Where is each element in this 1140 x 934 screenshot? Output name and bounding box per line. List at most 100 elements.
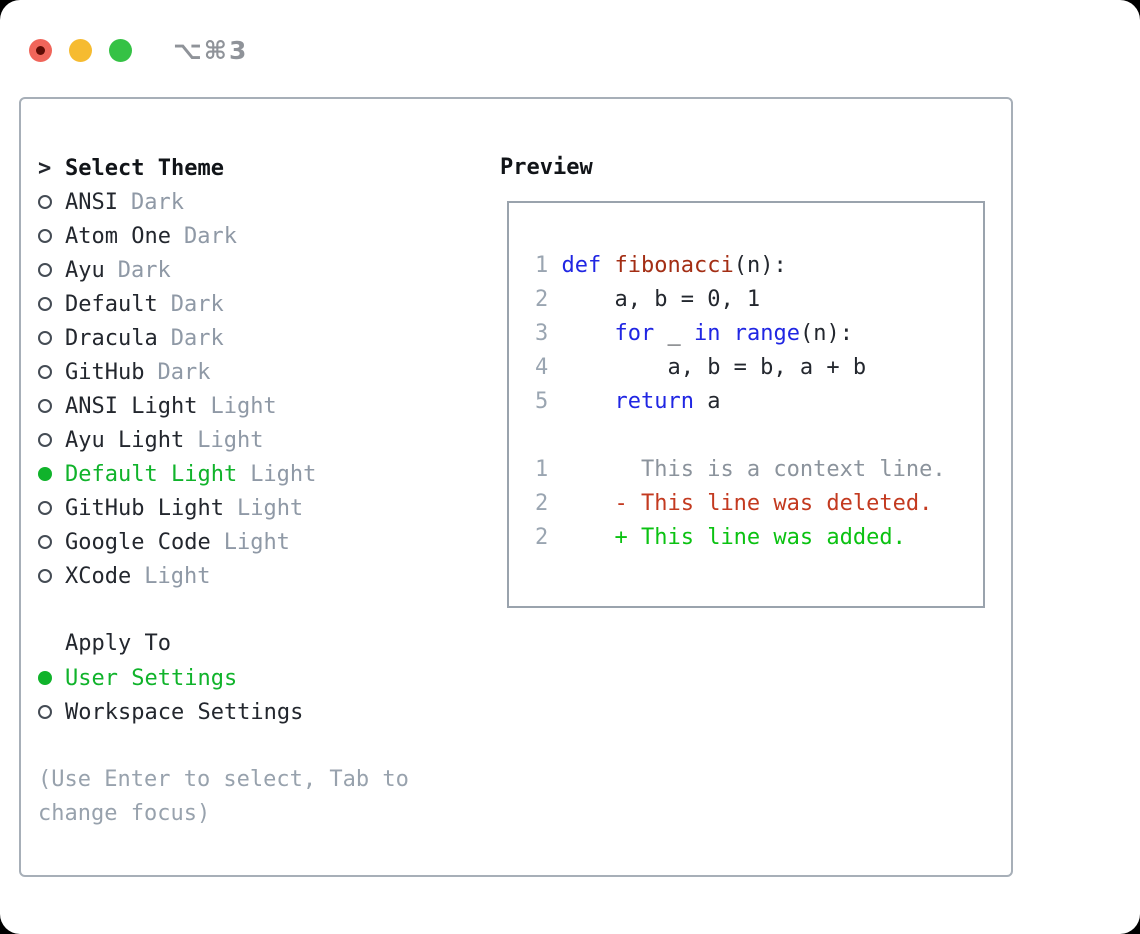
radio-marker-col: [38, 263, 65, 277]
focus-caret-icon: >: [38, 155, 52, 181]
radio-icon: [38, 365, 52, 379]
keyboard-hint: (Use Enter to select, Tab to change focu…: [38, 767, 409, 826]
theme-option[interactable]: Ayu Light Light: [38, 423, 500, 457]
preview-column: Preview 1 def fibonacci(n): 2 a, b = 0, …: [500, 151, 1011, 875]
radio-marker-col: [38, 467, 65, 481]
window-title: ⌥⌘3: [173, 36, 249, 65]
option-variant: Light: [197, 427, 264, 453]
code-line: 2 a, b = 0, 1: [535, 283, 975, 317]
radio-icon: [38, 229, 52, 243]
titlebar: ⌥⌘3: [0, 0, 1140, 75]
radio-icon: [38, 535, 52, 549]
theme-option[interactable]: GitHub Light Light: [38, 491, 500, 525]
option-variant: Dark: [117, 257, 171, 283]
select-theme-title: Select Theme: [65, 155, 224, 181]
code-token-pl: a, b = b, a + b: [561, 355, 867, 380]
apply-to-option[interactable]: Workspace Settings: [38, 695, 500, 729]
radio-marker-col: [38, 535, 65, 549]
code-token-pl: [720, 321, 733, 346]
option-variant: Light: [250, 461, 317, 487]
line-number: 2: [535, 491, 562, 516]
line-content: - This line was deleted.: [561, 491, 933, 516]
line-content: a, b = b, a + b: [561, 355, 867, 380]
line-number: 1: [535, 253, 562, 278]
radio-icon: [38, 399, 52, 413]
option-label: Dracula: [65, 325, 158, 351]
theme-picker-panel: > Select Theme ANSI Dark Atom One Dark A…: [19, 97, 1013, 877]
radio-marker-col: [38, 195, 65, 209]
theme-option[interactable]: Default Dark: [38, 287, 500, 321]
theme-option[interactable]: Google Code Light: [38, 525, 500, 559]
line-number: 5: [535, 389, 562, 414]
theme-option[interactable]: Atom One Dark: [38, 219, 500, 253]
option-label: Default Light: [65, 461, 238, 487]
code-line: [535, 419, 975, 453]
code-token-pl: a: [693, 389, 721, 414]
theme-option[interactable]: XCode Light: [38, 559, 500, 593]
code-line: 5 return a: [535, 385, 975, 419]
radio-icon: [38, 501, 52, 515]
apply-to-option[interactable]: User Settings: [38, 661, 500, 695]
theme-option[interactable]: ANSI Light Light: [38, 389, 500, 423]
code-token-ctx: This is a context line.: [561, 457, 946, 482]
radio-icon: [38, 569, 52, 583]
close-button[interactable]: [29, 39, 52, 62]
code-token-pl: a, b = 0, 1: [561, 287, 761, 312]
radio-marker-col: [38, 331, 65, 345]
code-token-pl: (n):: [799, 321, 853, 346]
radio-icon: [38, 297, 52, 311]
theme-option[interactable]: Dracula Dark: [38, 321, 500, 355]
radio-icon: [38, 671, 52, 685]
code-token-add: + This line was added.: [561, 525, 906, 550]
theme-option[interactable]: ANSI Dark: [38, 185, 500, 219]
option-label: Ayu: [65, 257, 105, 283]
code-token-pl: [562, 389, 615, 414]
apply-to-title: Apply To: [65, 631, 171, 656]
radio-marker-col: [38, 569, 65, 583]
line-number: 3: [535, 321, 562, 346]
minimize-button[interactable]: [69, 39, 92, 62]
radio-marker-col: [38, 229, 65, 243]
option-variant: Dark: [157, 359, 211, 385]
theme-list-column: > Select Theme ANSI Dark Atom One Dark A…: [38, 151, 500, 875]
option-label: Ayu Light: [65, 427, 185, 453]
code-line: 3 for _ in range(n):: [535, 317, 975, 351]
option-label: Default: [65, 291, 158, 317]
code-token-del: - This line was deleted.: [561, 491, 933, 516]
theme-option[interactable]: GitHub Dark: [38, 355, 500, 389]
code-token-pl: _: [654, 321, 694, 346]
code-token-kw: for: [614, 321, 655, 346]
preview-box: 1 def fibonacci(n): 2 a, b = 0, 1 3 for …: [507, 201, 985, 608]
radio-marker-col: [38, 671, 65, 685]
theme-option[interactable]: Ayu Dark: [38, 253, 500, 287]
option-variant: Light: [236, 495, 304, 521]
zoom-button[interactable]: [109, 39, 132, 62]
option-label: Atom One: [65, 223, 171, 249]
line-content: This is a context line.: [562, 457, 946, 482]
code-token-kw: range: [733, 321, 800, 346]
line-content: + This line was added.: [561, 525, 906, 550]
option-label: XCode: [65, 563, 132, 589]
apply-to-list: User Settings Workspace Settings: [38, 661, 500, 729]
code-token-kw: return: [614, 389, 694, 414]
option-label: Workspace Settings: [65, 699, 304, 725]
theme-option[interactable]: Default Light Light: [38, 457, 500, 491]
preview-title: Preview: [500, 155, 593, 180]
select-theme-header: > Select Theme: [38, 151, 500, 185]
radio-icon: [38, 433, 52, 447]
radio-icon: [38, 331, 52, 345]
line-number: 1: [535, 457, 562, 482]
option-variant: Light: [144, 563, 211, 589]
option-label: Google Code: [65, 529, 211, 555]
code-line: 2 + This line was added.: [535, 521, 975, 555]
close-dot-icon: [36, 46, 45, 55]
option-variant: Dark: [130, 189, 184, 215]
radio-icon: [38, 705, 52, 719]
line-number: 2: [535, 287, 562, 312]
theme-list: ANSI Dark Atom One Dark Ayu Dark Default…: [38, 185, 500, 593]
code-token-pl: [601, 253, 614, 278]
code-line: 1 This is a context line.: [535, 453, 975, 487]
line-content: for _ in range(n):: [562, 321, 853, 346]
